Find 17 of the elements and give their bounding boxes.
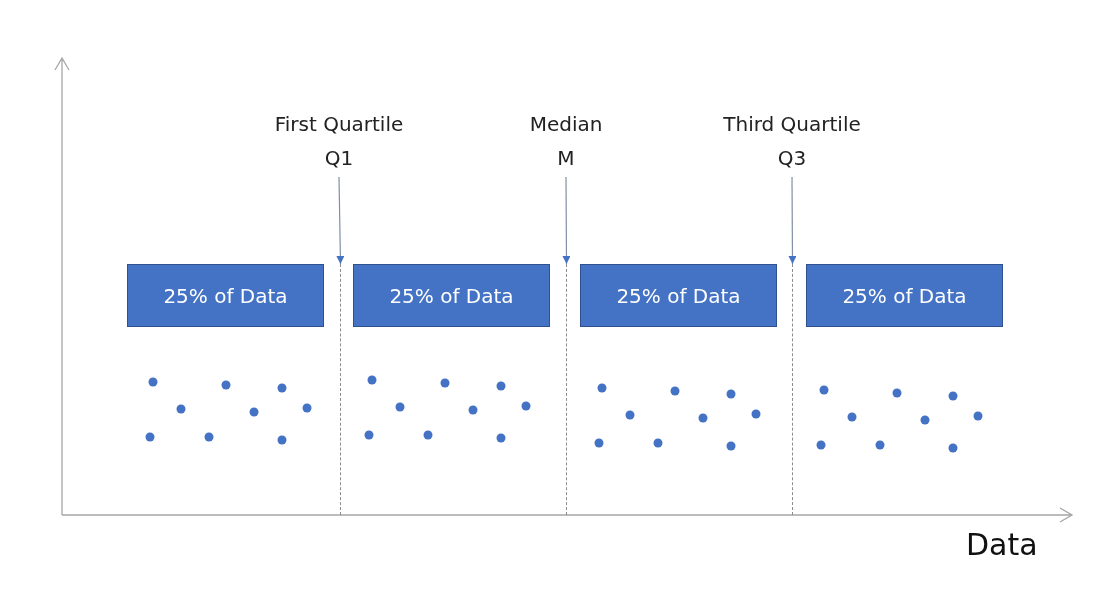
quartile-symbol: M bbox=[557, 145, 575, 172]
data-segment-block: 25% of Data bbox=[580, 264, 777, 327]
dashed-divider-line bbox=[792, 264, 793, 515]
data-segment-block: 25% of Data bbox=[806, 264, 1003, 327]
quartile-name: First Quartile bbox=[274, 111, 404, 138]
arrow bbox=[562, 176, 571, 265]
arrow bbox=[788, 176, 797, 265]
dashed-divider-line bbox=[340, 264, 341, 515]
quartile-symbol: Q3 bbox=[777, 145, 807, 172]
data-segment-block: 25% of Data bbox=[127, 264, 324, 327]
axis-label: Data bbox=[966, 527, 1038, 562]
quartile-symbol: Q1 bbox=[324, 145, 354, 172]
quartile-name: Median bbox=[529, 111, 603, 138]
arrow bbox=[336, 176, 345, 265]
quartile-name: Third Quartile bbox=[723, 111, 861, 138]
dashed-divider-line bbox=[566, 264, 567, 515]
data-segment-block: 25% of Data bbox=[353, 264, 550, 327]
